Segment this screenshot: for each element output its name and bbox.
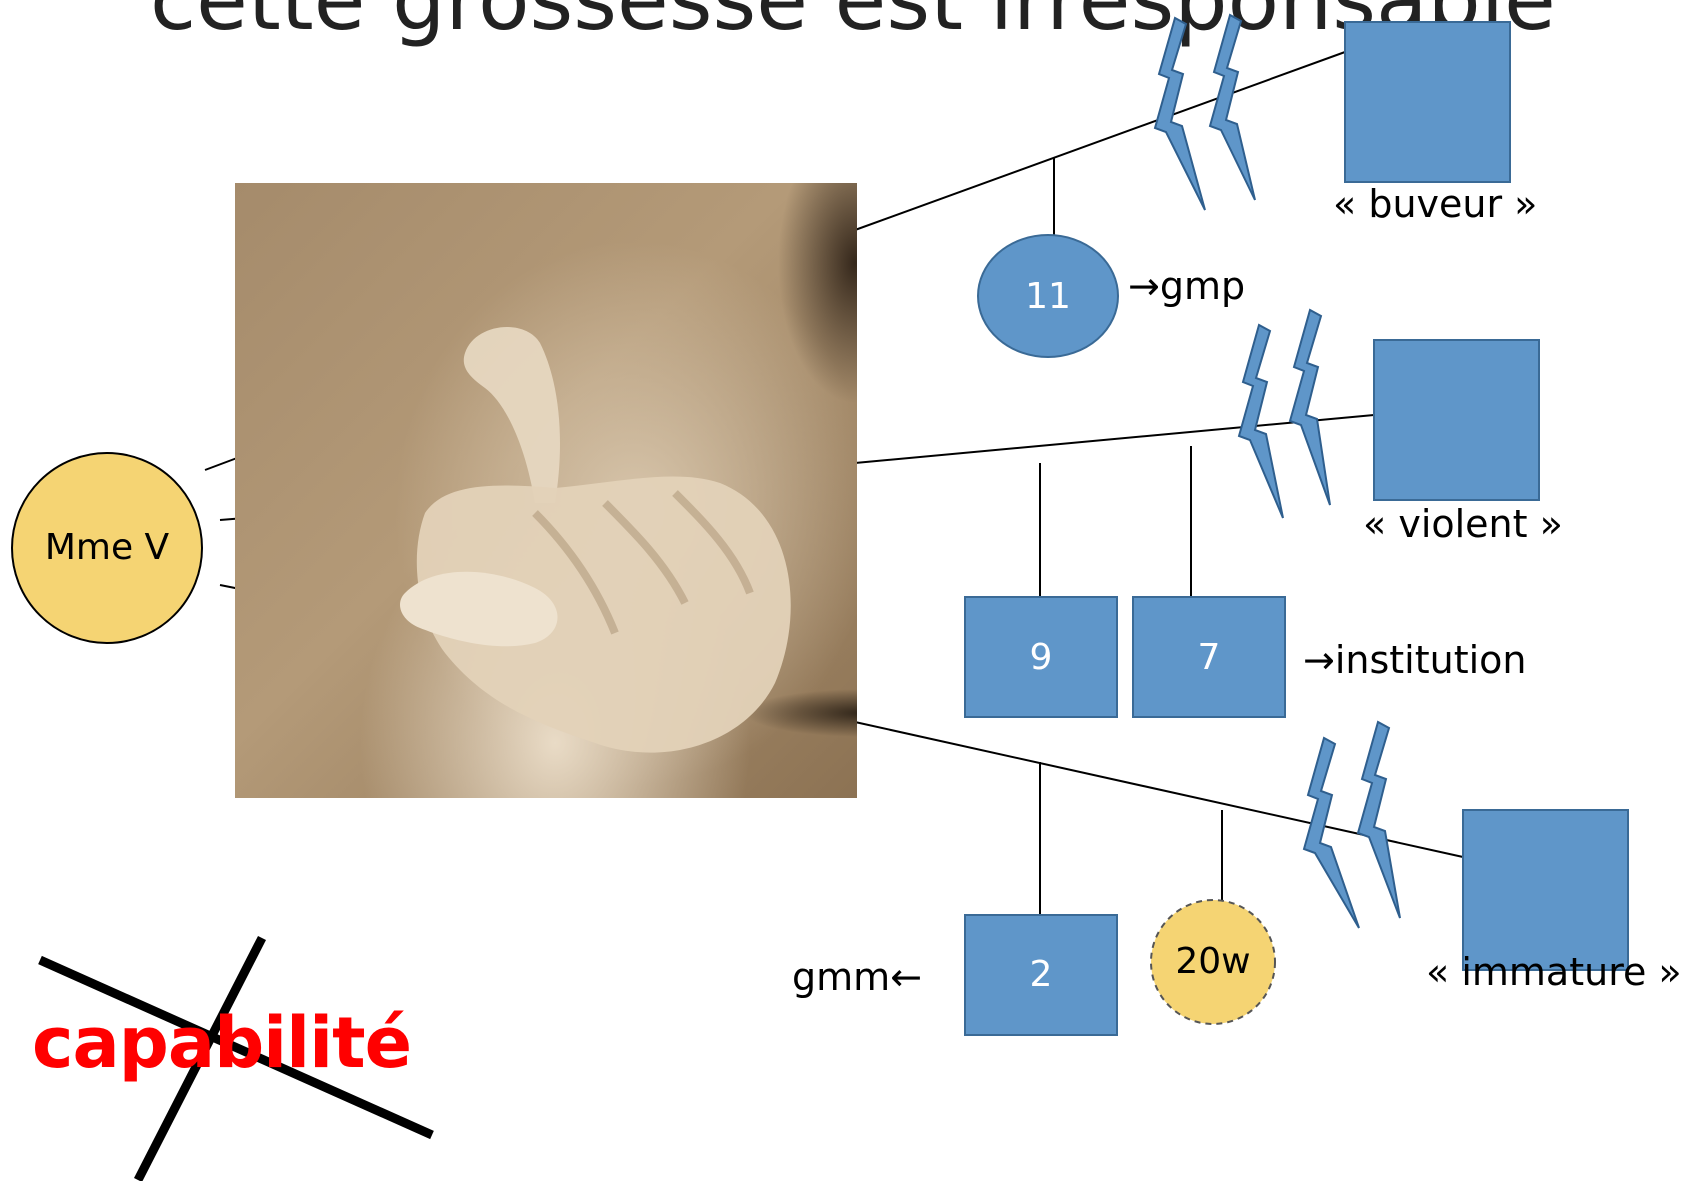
pregnancy-label-20w: 20w	[1151, 944, 1275, 980]
capabilite-text: capabilité	[32, 1008, 411, 1078]
lightning-icon	[1239, 325, 1283, 518]
lightning-icon	[1358, 722, 1400, 918]
mme-v-label: Mme V	[12, 530, 202, 566]
child-label-2: 2	[965, 957, 1117, 993]
label-violent: « violent »	[1363, 505, 1563, 543]
partner-square-immature	[1463, 810, 1628, 970]
label-buveur: « buveur »	[1333, 185, 1537, 223]
child-label-11: 11	[978, 279, 1118, 315]
rupture-marks-immature	[1304, 722, 1400, 928]
lightning-icon	[1155, 18, 1205, 210]
label-gmp: →gmp	[1128, 267, 1245, 305]
pointing-hand-photo	[235, 183, 857, 798]
child-label-9: 9	[965, 640, 1117, 676]
label-gmm: gmm←	[792, 958, 922, 996]
lightning-icon	[1210, 15, 1255, 200]
label-institution: →institution	[1303, 641, 1527, 679]
child-label-7: 7	[1133, 640, 1285, 676]
pointing-hand-icon	[235, 183, 857, 798]
partner-square-violent	[1374, 340, 1539, 500]
rupture-marks-buveur	[1155, 15, 1255, 210]
partner-square-buveur	[1345, 22, 1510, 182]
label-immature: « immature »	[1426, 953, 1682, 991]
lightning-icon	[1290, 310, 1330, 505]
relation-line-buveur	[855, 52, 1345, 230]
rupture-marks-violent	[1239, 310, 1330, 518]
